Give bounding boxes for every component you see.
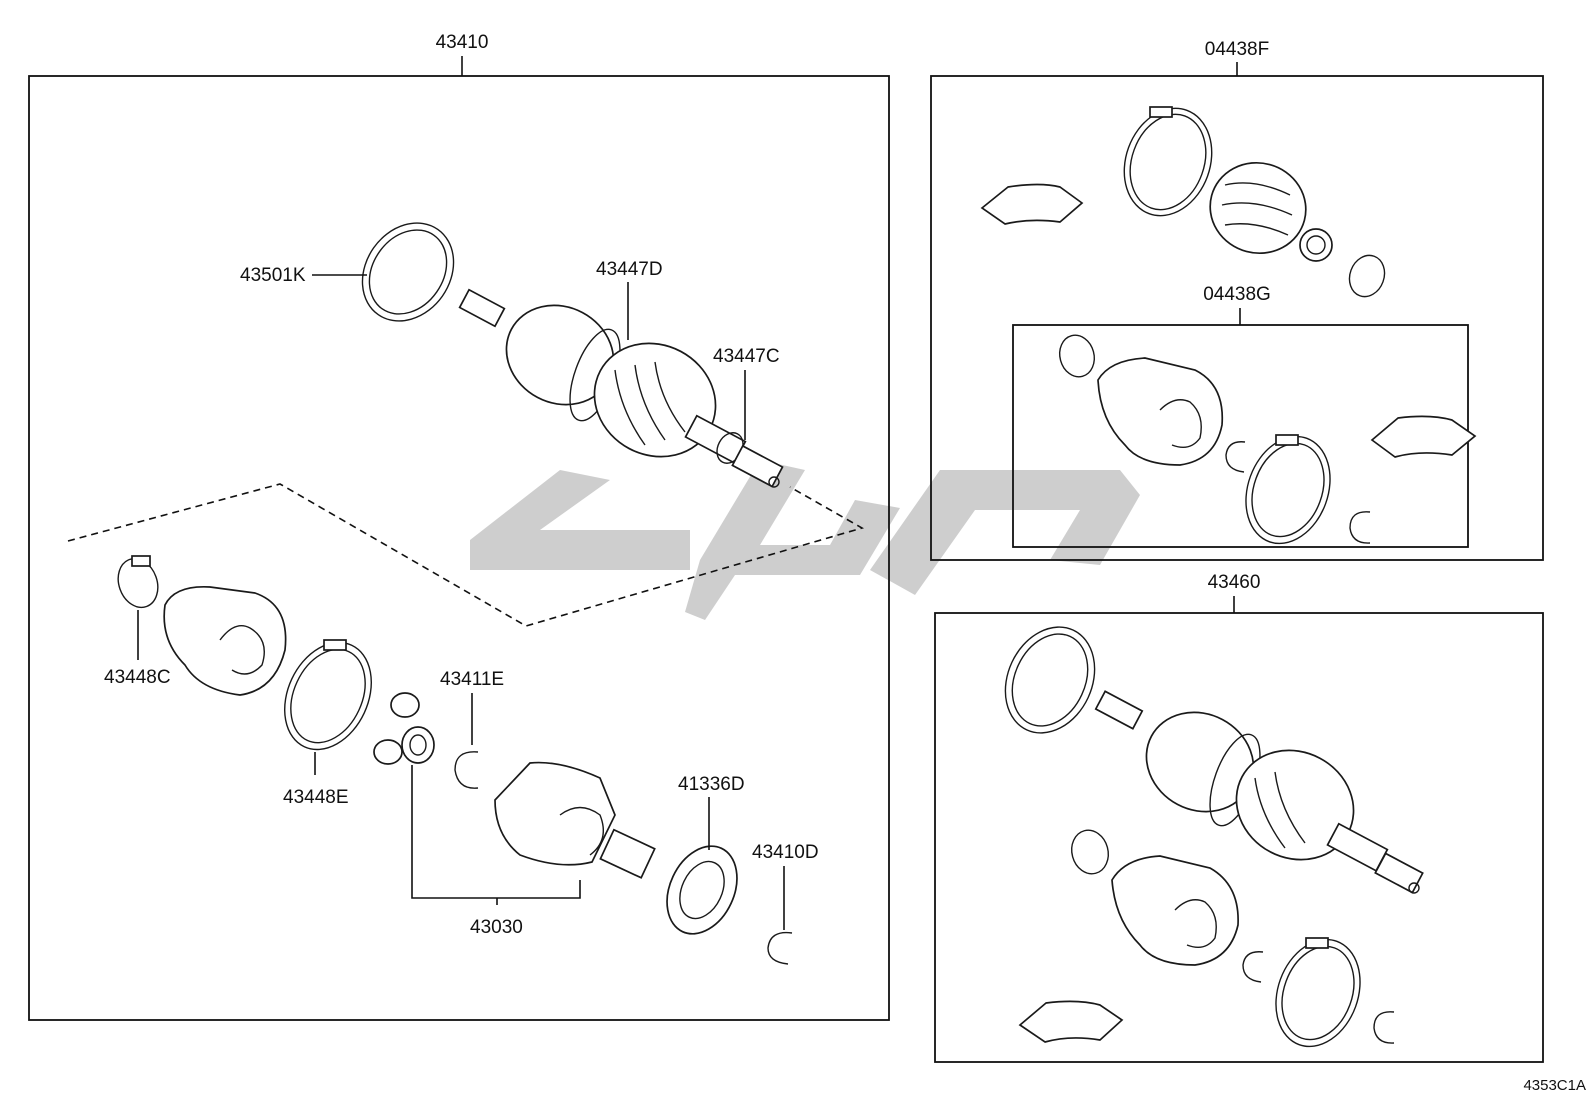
- watermark-logo: [470, 460, 1140, 620]
- diagram-code: 4353C1A: [1523, 1077, 1586, 1094]
- boot-band-icon: [1245, 434, 1331, 545]
- label-43410: 43410: [436, 32, 489, 53]
- label-43448E: 43448E: [283, 787, 349, 808]
- label-43447C: 43447C: [713, 346, 780, 367]
- snap-ring-icon: [1242, 951, 1264, 983]
- tripod-joint-icon: [373, 692, 435, 765]
- grease-pack-icon: [1370, 415, 1477, 458]
- snap-ring-43410D-icon: [767, 931, 793, 965]
- drive-shaft-icon: [1094, 690, 1424, 894]
- label-43501K: 43501K: [240, 265, 306, 286]
- grease-pack-icon: [980, 183, 1084, 225]
- drive-shaft-icon: [458, 288, 784, 488]
- boot-band-43448E-icon: [284, 639, 372, 751]
- exploded-view-outline: [67, 483, 865, 627]
- grease-pack-icon: [1018, 1000, 1124, 1043]
- label-43447D: 43447D: [596, 259, 663, 280]
- boot-band-icon: [1275, 937, 1361, 1048]
- inboard-joint-icon: [494, 761, 656, 879]
- snap-ring-icon: [1373, 1011, 1395, 1044]
- label-43410D: 43410D: [752, 842, 819, 863]
- snap-ring-43411E-icon: [454, 751, 479, 789]
- dust-cover-icon: [666, 845, 738, 935]
- group-box-43460: [934, 612, 1544, 1063]
- label-43411E: 43411E: [440, 669, 504, 690]
- group-box-43410: [28, 75, 890, 1021]
- boot-band-icon: [1123, 106, 1213, 217]
- boot-icon: [163, 585, 287, 696]
- boot-band-icon: [1348, 254, 1386, 298]
- label-04438G: 04438G: [1203, 284, 1271, 305]
- label-43460: 43460: [1208, 572, 1261, 593]
- boot-band-43448C-icon: [117, 555, 159, 609]
- boot-band-icon: [1059, 334, 1095, 378]
- snap-ring-icon: [1349, 511, 1371, 544]
- label-43448C: 43448C: [104, 667, 171, 688]
- label-41336D: 41336D: [678, 774, 745, 795]
- label-04438F: 04438F: [1205, 39, 1269, 60]
- boot-band-icon: [1071, 829, 1109, 875]
- boot-icon: [1097, 357, 1224, 466]
- dust-cover-ring-43501K-icon: [361, 222, 455, 322]
- boot-icon: [1209, 161, 1333, 262]
- label-43030: 43030: [470, 917, 523, 938]
- snap-ring-icon: [1225, 441, 1246, 473]
- dust-cover-ring-icon: [1004, 626, 1096, 734]
- boot-icon: [1111, 855, 1239, 966]
